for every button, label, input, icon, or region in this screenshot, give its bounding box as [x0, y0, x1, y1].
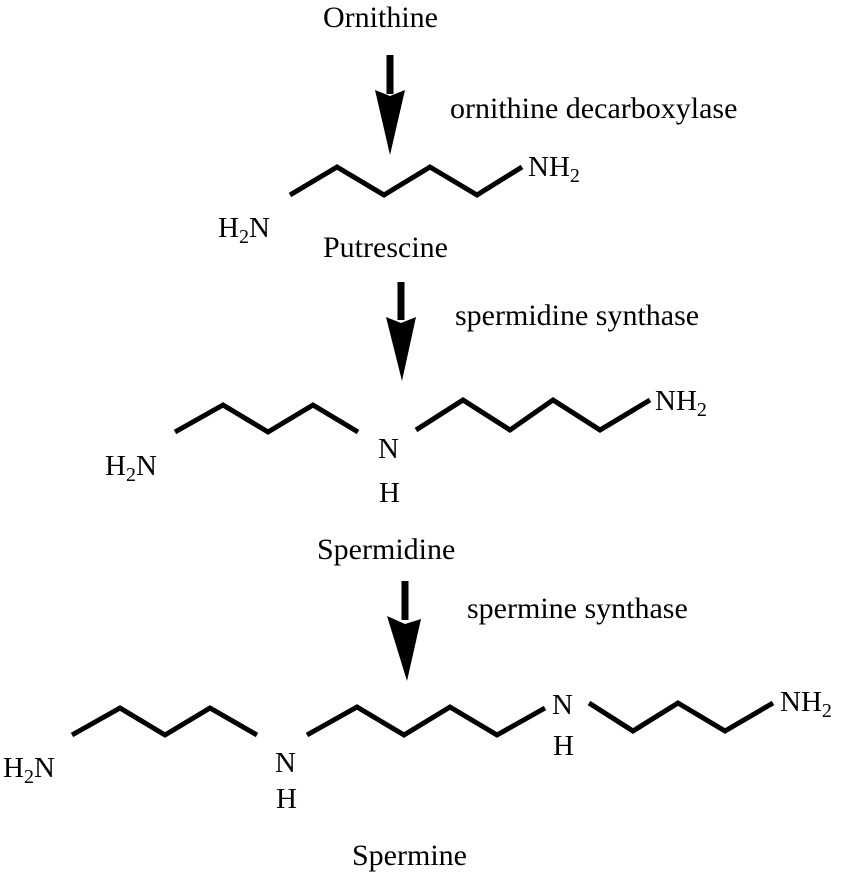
spermine-middle-chain — [305, 704, 547, 738]
enzyme-spermine-synthase: spermine synthase — [467, 592, 688, 625]
spermine-structure: H2N N H N H NH2 — [3, 686, 832, 815]
enzyme-spermidine-synthase: spermidine synthase — [455, 299, 699, 332]
enzyme-ornithine-decarboxylase: ornithine decarboxylase — [450, 92, 737, 125]
down-arrow-icon — [387, 581, 421, 681]
spermidine-left-chain — [173, 402, 360, 435]
compound-spermidine: Spermidine — [317, 533, 455, 566]
spermidine-structure: H2N N H NH2 — [105, 385, 707, 509]
down-arrow-icon — [386, 282, 416, 381]
putrescine-right-amine: NH2 — [528, 151, 580, 187]
spermine-imine1-n: N — [275, 747, 296, 779]
spermidine-right-amine: NH2 — [655, 385, 707, 421]
spermine-left-chain — [70, 705, 259, 738]
spermine-imine1-h: H — [276, 783, 297, 815]
compound-spermine: Spermine — [352, 839, 467, 872]
compound-putrescine: Putrescine — [323, 231, 448, 264]
spermine-right-chain — [587, 700, 775, 734]
spermidine-right-chain — [414, 396, 652, 434]
putrescine-carbon-chain — [288, 164, 524, 198]
putrescine-left-amine: H2N — [218, 212, 270, 248]
putrescine-structure: H2N NH2 — [218, 151, 580, 248]
spermidine-imine-h: H — [379, 477, 400, 509]
down-arrow-icon — [375, 55, 405, 155]
spermidine-left-amine: H2N — [105, 450, 157, 486]
spermine-imine2-n: N — [552, 689, 573, 721]
compound-ornithine: Ornithine — [323, 1, 438, 34]
spermidine-imine-n: N — [378, 433, 399, 465]
spermine-left-amine: H2N — [3, 752, 55, 788]
spermine-right-amine: NH2 — [780, 686, 832, 722]
spermine-imine2-h: H — [553, 730, 574, 762]
